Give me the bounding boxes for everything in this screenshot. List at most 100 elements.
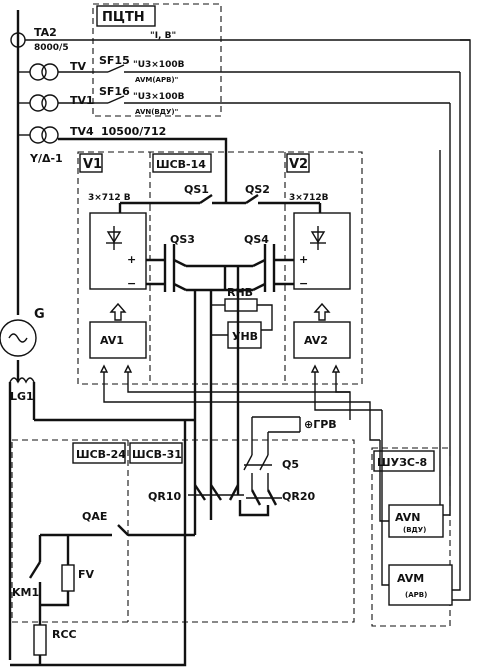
km1-contact-blade <box>28 561 42 579</box>
q5-blade-1 <box>243 454 253 471</box>
qr10-blade-3 <box>228 484 240 501</box>
pctn-panel-border <box>92 3 222 117</box>
qr20-label: QR20 <box>282 490 315 503</box>
rcc-label: RCC <box>52 628 77 641</box>
avm-sub-label: (APB) <box>405 591 427 599</box>
v2-plus-label: + <box>299 253 308 266</box>
tv4-supply-bus <box>58 137 228 150</box>
shsv24-title-box <box>72 442 126 464</box>
shsv31-title-box <box>129 442 183 464</box>
avn-label: AVN <box>395 511 421 524</box>
lg1-label: LG1 <box>10 390 34 403</box>
sf15-label: SF15 <box>99 54 130 67</box>
qae-label: QAE <box>82 510 107 523</box>
v1-label: V1 <box>83 157 102 172</box>
avn-sub-label: (BДУ) <box>403 526 426 534</box>
ta2-label: TA2 <box>34 26 57 39</box>
sf16-to-avn-line <box>443 103 451 516</box>
rnv-label: RНВ <box>227 286 253 299</box>
qs2-label: QS2 <box>245 183 270 196</box>
av2-arrow-icon <box>313 302 331 321</box>
ta2-ratio-label: 8000/5 <box>34 43 69 53</box>
tv4-label: TV4 <box>70 125 94 138</box>
sf16-switch-blade <box>107 95 125 104</box>
field-return-bus <box>10 420 187 667</box>
sf16-voltage-label: "U3×100B <box>133 92 185 102</box>
qs1-label: QS1 <box>184 183 209 196</box>
avm-label: AVM <box>397 572 424 585</box>
lg1-field-winding <box>9 377 35 384</box>
av1-control-line <box>103 372 380 441</box>
q5-blade-2 <box>259 454 269 471</box>
v1-title-box <box>79 153 103 173</box>
sf16-label: SF16 <box>99 85 130 98</box>
qs4-blade-minus <box>252 282 266 292</box>
av2-feedback-line <box>335 372 351 420</box>
shuzs8-panel-border <box>371 447 451 627</box>
shsv14-title-box <box>152 153 212 173</box>
av2-feedback-arrow <box>331 364 341 373</box>
fv-lead-bottom <box>40 591 70 607</box>
pctn-title: ПЦТН <box>102 10 145 25</box>
shsv24-label: ШСВ-24 <box>76 448 126 461</box>
qr10-label: QR10 <box>148 490 181 503</box>
v2-voltage-label: 3×712B <box>289 193 329 203</box>
tv4-ratio-label: 10500/712 <box>101 125 166 138</box>
shsv24-31-panel-border <box>11 439 355 623</box>
sf15-voltage-label: "U3×100B <box>133 60 185 70</box>
shsv31-label: ШСВ-31 <box>132 448 182 461</box>
av1-box <box>89 321 147 359</box>
pctn-title-box <box>96 5 156 27</box>
km1-label: KM1 <box>12 586 39 599</box>
generator-symbol <box>0 319 37 357</box>
tv-coil-2 <box>41 63 59 81</box>
av1-arrow-icon <box>109 302 127 321</box>
av-to-avn-line <box>379 440 389 522</box>
v1-voltage-label: 3×712 B <box>88 193 131 203</box>
tv-label: TV <box>70 60 87 73</box>
av1-feedback-arrow <box>123 364 133 373</box>
v2-minus-label: − <box>299 277 308 290</box>
v2-title-box <box>286 153 310 173</box>
av-to-avm-line <box>381 410 389 586</box>
tv1-coil-2 <box>41 94 59 112</box>
v1-rectifier-box <box>89 212 147 290</box>
generator-ac-icon <box>8 333 28 343</box>
qr10-blade-1 <box>194 484 206 501</box>
qr10-blade-2 <box>210 484 222 501</box>
unv-label: УНВ <box>232 330 258 343</box>
rnv-right-lead <box>257 304 273 331</box>
avm-box <box>388 564 453 606</box>
generator-label: G <box>34 307 45 322</box>
qs3-label: QS3 <box>170 233 195 246</box>
av1-label: AV1 <box>100 334 124 347</box>
avn-aux-line <box>439 150 443 526</box>
shsv14-label: ШСВ-14 <box>156 158 206 171</box>
avn-box <box>388 504 444 538</box>
tv-coil-1 <box>29 63 47 81</box>
sf15-switch-blade <box>107 64 125 73</box>
qae-switch-blade <box>117 524 129 536</box>
av2-signal-arrow <box>310 364 320 373</box>
fv-arrester <box>61 564 75 592</box>
qr-joint-bus <box>238 500 270 517</box>
ta2-to-avm-line <box>452 39 471 601</box>
av1-feedback-line <box>127 372 350 393</box>
rcc-resistor <box>33 624 47 656</box>
ib-label: "I, B" <box>150 31 176 41</box>
sf15-to-avm-line <box>452 72 461 591</box>
qs3-blade-plus <box>173 258 187 268</box>
qs4-blade-plus <box>252 258 266 268</box>
v1-plus-label: + <box>127 253 136 266</box>
tv1-coil-1 <box>29 94 47 112</box>
tv1-label: TV1 <box>70 94 94 107</box>
shsv14-panel-border <box>77 151 363 385</box>
sf16-avn-label: AVN(BДУ)" <box>135 108 178 116</box>
av2-control-line <box>314 372 382 411</box>
y-delta-label: Y/Δ-1 <box>29 152 63 165</box>
qs3-blade-minus <box>173 282 187 292</box>
unv-box <box>227 321 262 349</box>
qs2-switch <box>245 194 259 204</box>
